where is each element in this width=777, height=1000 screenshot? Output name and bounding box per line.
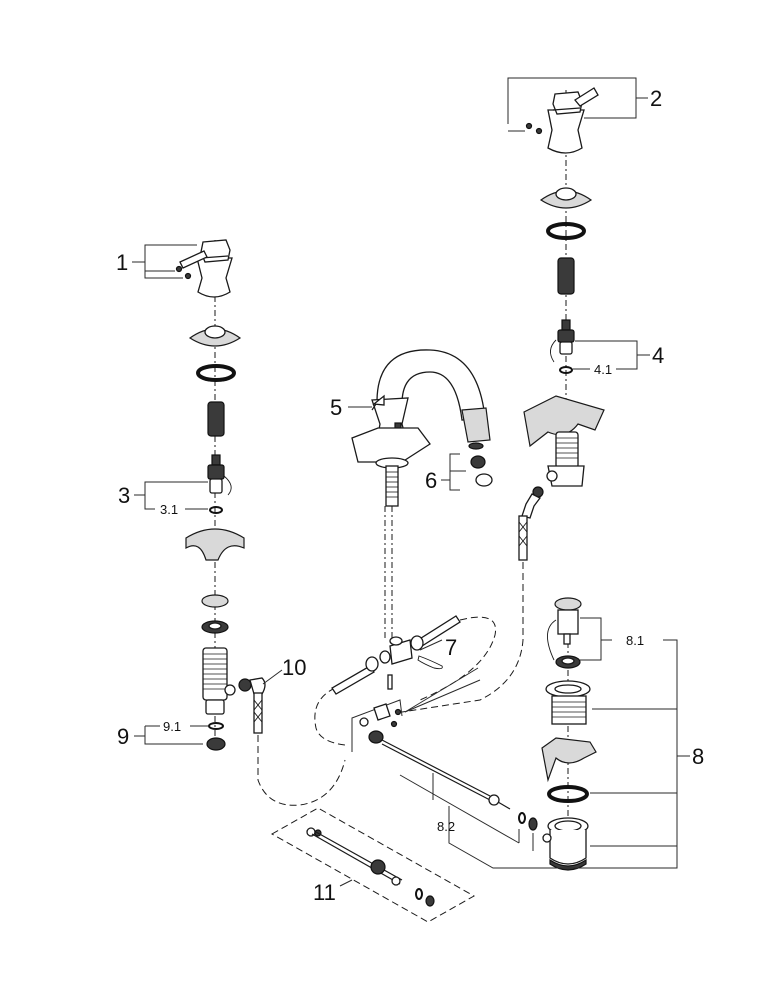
left-escutcheon bbox=[188, 325, 242, 347]
right-hose-elbow bbox=[518, 486, 544, 561]
left-spline-adapter bbox=[207, 401, 225, 437]
label-11: 11 bbox=[313, 880, 336, 905]
label-4: 4 bbox=[652, 343, 664, 368]
label-1: 1 bbox=[116, 250, 128, 275]
left-cartridge bbox=[207, 454, 232, 514]
left-valve-assembly bbox=[175, 239, 346, 806]
drain-flange bbox=[545, 680, 591, 725]
label-8: 8 bbox=[692, 744, 704, 769]
lift-rod-kit bbox=[270, 807, 476, 923]
label-3: 3 bbox=[118, 483, 130, 508]
aerator-set bbox=[468, 442, 493, 487]
left-hose-elbow bbox=[238, 677, 266, 734]
drain-o-ring bbox=[547, 785, 589, 803]
right-hose-path bbox=[401, 562, 524, 713]
left-o-ring bbox=[196, 364, 236, 382]
pop-up-waste-assembly bbox=[368, 597, 597, 871]
label-9-1: 9.1 bbox=[163, 719, 181, 734]
left-cartridge-o-ring bbox=[209, 506, 223, 514]
right-o-ring bbox=[546, 222, 586, 240]
right-escutcheon bbox=[539, 187, 593, 209]
right-valve-assembly bbox=[401, 87, 605, 713]
left-washer bbox=[201, 594, 229, 608]
label-7: 7 bbox=[445, 635, 457, 660]
part-labels: 1 2 3 3.1 4 4.1 5 6 7 8 8.1 8.2 9 9.1 10… bbox=[116, 86, 704, 905]
label-4-1: 4.1 bbox=[594, 362, 612, 377]
right-cartridge-o-ring bbox=[559, 366, 573, 374]
pop-up-stopper bbox=[547, 597, 582, 669]
left-handle bbox=[175, 239, 233, 298]
label-9: 9 bbox=[117, 724, 129, 749]
right-spline-adapter bbox=[557, 257, 575, 295]
callout-lines bbox=[132, 77, 690, 887]
label-6: 6 bbox=[425, 468, 437, 493]
label-8-1: 8.1 bbox=[626, 633, 644, 648]
left-lock-nut bbox=[206, 737, 226, 751]
drain-body bbox=[542, 817, 589, 871]
label-10: 10 bbox=[282, 655, 306, 680]
label-5: 5 bbox=[330, 395, 342, 420]
right-cartridge bbox=[550, 319, 575, 374]
left-valve-body bbox=[202, 647, 236, 715]
left-small-washer bbox=[208, 722, 224, 730]
left-hose-path bbox=[257, 735, 346, 806]
tee-connector-assembly bbox=[314, 615, 497, 752]
label-8-2: 8.2 bbox=[437, 819, 455, 834]
label-2: 2 bbox=[650, 86, 662, 111]
label-3-1: 3.1 bbox=[160, 502, 178, 517]
left-mounting-shield bbox=[185, 528, 245, 561]
drain-gasket-shield bbox=[541, 737, 597, 783]
pivot-rod bbox=[368, 730, 538, 831]
right-valve-body bbox=[546, 431, 585, 487]
right-handle bbox=[525, 87, 599, 154]
spout-assembly bbox=[351, 349, 493, 640]
